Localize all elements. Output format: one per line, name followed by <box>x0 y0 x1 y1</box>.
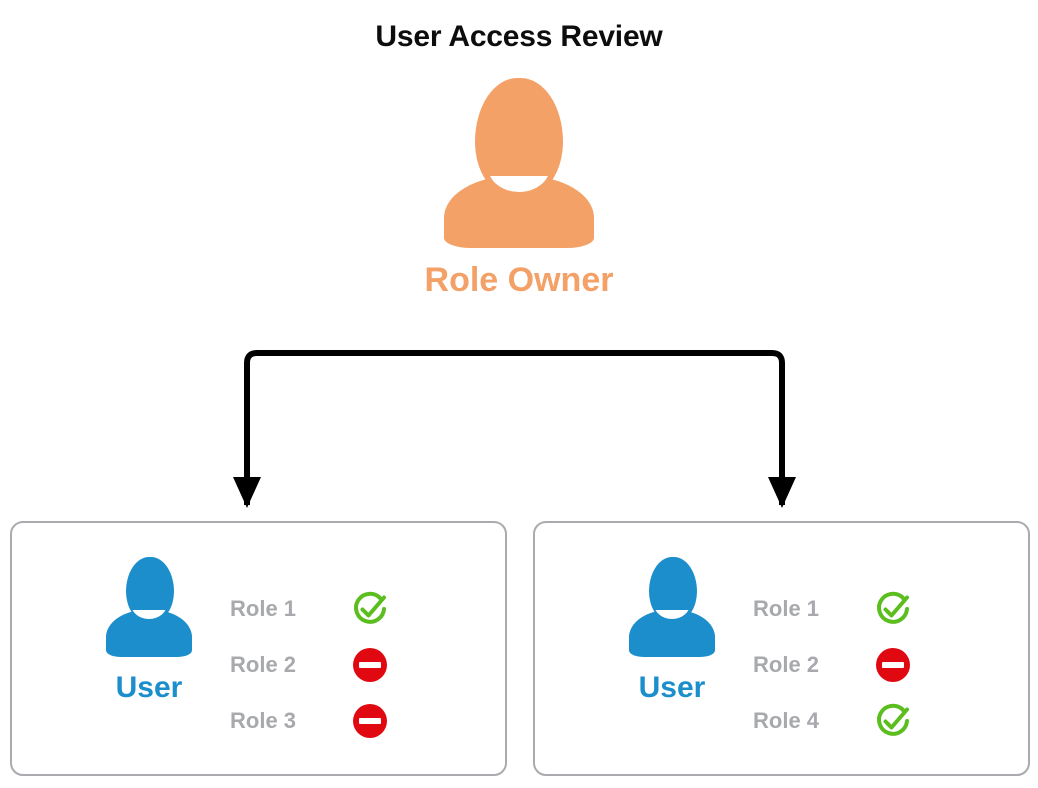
user-card[interactable]: User Role 1 Role 2 <box>533 521 1030 776</box>
user-identity: User <box>597 557 747 705</box>
person-neck-notch <box>131 610 167 619</box>
person-icon <box>444 78 594 248</box>
role-name: Role 1 <box>230 596 297 621</box>
role-list: Role 1 Role 2 Role 3 <box>230 581 460 749</box>
page-title: User Access Review <box>375 20 663 53</box>
person-icon <box>106 557 192 657</box>
person-body <box>444 176 594 248</box>
deny-circle-icon[interactable] <box>348 643 392 687</box>
role-row[interactable]: Role 2 <box>753 637 983 693</box>
check-circle-icon[interactable] <box>871 699 915 743</box>
role-row[interactable]: Role 4 <box>753 693 983 749</box>
role-row[interactable]: Role 1 <box>753 581 983 637</box>
person-body <box>106 610 192 657</box>
person-neck-notch <box>654 610 690 619</box>
connector-path <box>244 350 785 505</box>
person-neck-notch <box>488 176 550 192</box>
role-name: Role 1 <box>753 596 820 621</box>
check-circle-icon[interactable] <box>348 587 392 631</box>
user-label: User <box>115 671 183 704</box>
role-name: Role 2 <box>230 652 297 677</box>
role-row[interactable]: Role 3 <box>230 693 460 749</box>
role-owner-node: Role Owner <box>369 78 669 328</box>
role-name: Role 3 <box>230 708 297 733</box>
user-card[interactable]: User Role 1 Role 2 <box>10 521 507 776</box>
check-circle-icon[interactable] <box>871 587 915 631</box>
arrowhead-right-icon <box>768 477 796 508</box>
deny-circle-icon[interactable] <box>871 643 915 687</box>
role-row[interactable]: Role 1 <box>230 581 460 637</box>
role-list: Role 1 Role 2 Role 4 <box>753 581 983 749</box>
role-name: Role 4 <box>753 708 820 733</box>
deny-circle-icon[interactable] <box>348 699 392 743</box>
person-icon <box>629 557 715 657</box>
arrowhead-left-icon <box>233 477 261 508</box>
user-identity: User <box>74 557 224 705</box>
role-owner-label: Role Owner <box>424 261 614 299</box>
role-name: Role 2 <box>753 652 820 677</box>
user-label: User <box>638 671 706 704</box>
role-row[interactable]: Role 2 <box>230 637 460 693</box>
person-body <box>629 610 715 657</box>
